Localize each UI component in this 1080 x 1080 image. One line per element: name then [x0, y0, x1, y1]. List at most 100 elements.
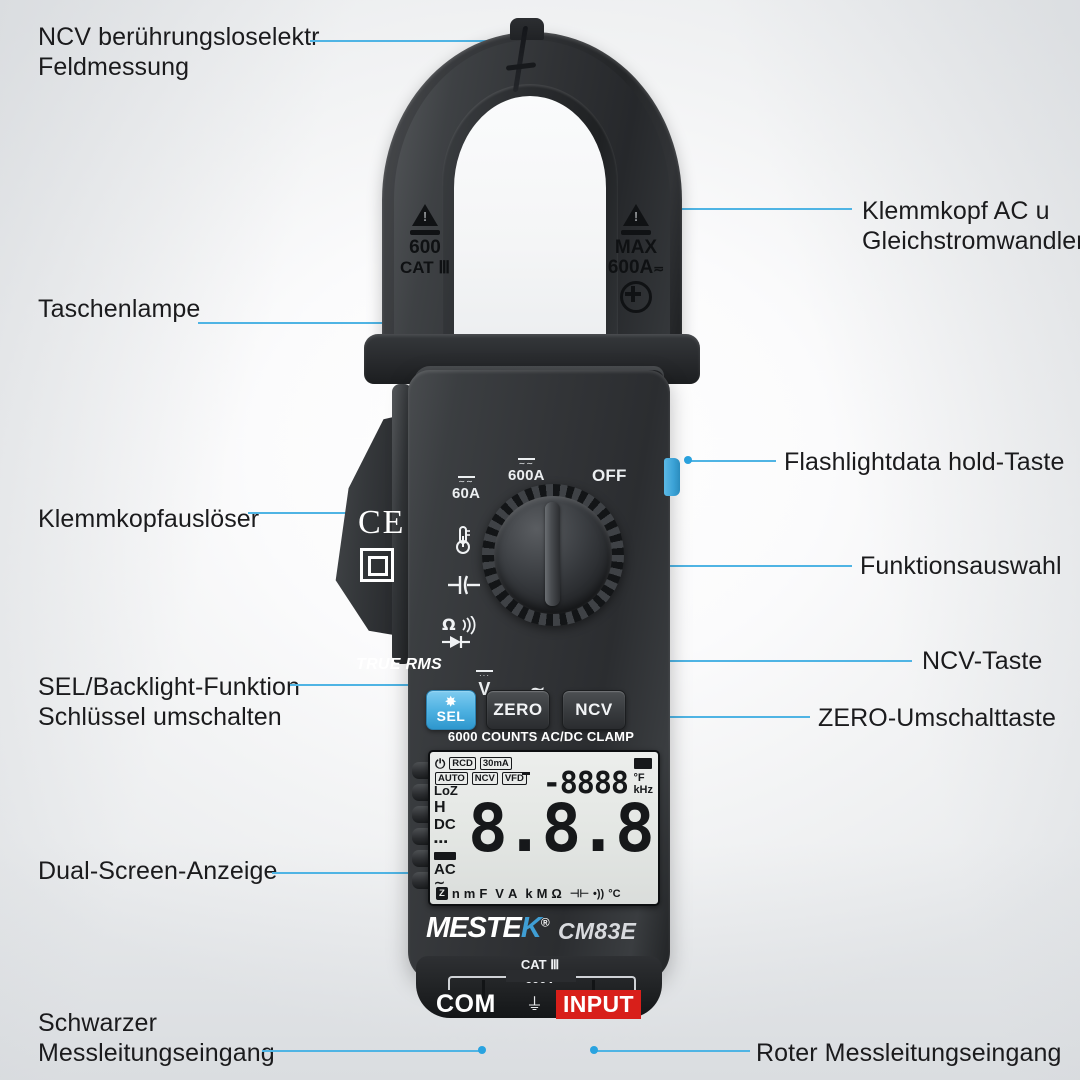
acdc-bar-60a [457, 476, 475, 478]
lcd-unit-k: k [525, 886, 533, 901]
true-rms-label: TRUE RMS [356, 656, 442, 673]
terminal-category: CAT Ⅲ [520, 957, 560, 972]
leader-sel-backlight [290, 684, 480, 686]
warning-triangle-icon [412, 204, 438, 226]
capacitance-svg [448, 575, 480, 595]
thermometer-icon[interactable] [454, 524, 472, 559]
lcd-ncv-tag: NCV [471, 772, 498, 785]
dial-label-600a[interactable]: ∼∼ 600A [508, 458, 545, 484]
lcd-unit-celsius: °C [608, 887, 621, 900]
lcd-rcd-tag: RCD [449, 757, 476, 770]
jaw-left-category: CAT Ⅲ [399, 258, 451, 277]
jaw-max-current: 600A [607, 257, 654, 278]
jaw-dash-right [621, 230, 651, 235]
dial-label-off[interactable]: OFF [592, 466, 627, 485]
lcd-status-row-2: AUTO NCV VFD [435, 772, 527, 785]
ce-mark-icon: CE [358, 504, 406, 541]
model-number: CM83E [558, 918, 637, 944]
terminal-bracket-gap [506, 970, 576, 982]
brand-name-k: K [520, 912, 542, 944]
callout-clamp-release: Klemmkopfauslöser [38, 505, 260, 533]
lcd-unit-continuity-icon: •)) [593, 887, 605, 900]
jaw-marking-left: 600 CAT Ⅲ [388, 204, 462, 278]
lcd-status-row-1: ⏻ RCD 30mA [435, 757, 512, 770]
lcd-flag-ac: AC [434, 861, 456, 878]
dc-volt-bar [476, 670, 493, 672]
lcd-auto-tag: AUTO [435, 772, 468, 785]
dial-label-60a-text: 60A [452, 485, 481, 502]
ohm-continuity-diode-svg: Ω [442, 615, 476, 648]
acdc-dots-600a: ∼∼ [518, 459, 535, 468]
callout-data-hold: Flashlightdata hold-Taste [784, 448, 1065, 476]
leader-dot-red-lead [590, 1046, 598, 1054]
brand-registered-mark: ® [540, 915, 550, 930]
leader-ncv-button [612, 660, 912, 662]
leader-dot-data-hold [684, 456, 692, 464]
lcd-display: ⏻ RCD 30mA AUTO NCV VFD LoZ H DC ▪▪▪ AC … [428, 750, 660, 906]
lcd-unit-ohm: Ω [551, 886, 562, 901]
leader-red-lead [594, 1050, 750, 1052]
jaw-max-label: MAX [614, 237, 658, 258]
leader-dual-screen [272, 872, 476, 874]
leader-clamp-release [248, 512, 376, 514]
leader-dot-black-lead [478, 1046, 486, 1054]
sel-backlight-button[interactable]: ✸ SEL [426, 690, 476, 730]
leader-data-hold [688, 460, 776, 462]
dial-label-60a[interactable]: ∼∼ 60A [452, 476, 480, 502]
counts-banner: 6000 COUNTS AC/DC CLAMP METER [447, 729, 635, 766]
callout-red-lead: Roter Messleitungseingang [756, 1039, 1062, 1067]
ohm-continuity-diode-icon[interactable]: Ω [442, 615, 490, 655]
flashlight-data-hold-button[interactable] [664, 458, 680, 496]
lcd-unit-mega: M [536, 886, 548, 901]
lcd-secondary-value: -8888 [542, 766, 629, 801]
lcd-unit-v: V [495, 886, 504, 901]
ground-symbol-icon: ⏚ [526, 995, 543, 1014]
lcd-flag-z: Z [436, 887, 448, 900]
callout-function-select: Funktionsauswahl [860, 552, 1062, 580]
leader-ncv-field [310, 40, 546, 42]
callout-ncv-field: NCV berührungsloselektr Feldmessung [38, 23, 320, 81]
callout-dual-screen: Dual-Screen-Anzeige [38, 857, 278, 885]
clamp-release-trigger-edge [392, 384, 412, 664]
lcd-secondary-units: °F kHz [633, 772, 653, 796]
lcd-battery-icon [634, 758, 652, 769]
leader-function-select [552, 565, 852, 567]
ncv-button[interactable]: NCV [562, 690, 626, 730]
jaw-marking-right: MAX 600A≂ [594, 204, 678, 313]
warning-triangle-icon-right [623, 204, 649, 226]
lcd-flag-dc-dashes: ▪▪▪ [434, 836, 449, 848]
lcd-flag-h: H [434, 799, 446, 816]
lcd-30ma-tag: 30mA [479, 757, 512, 770]
jaw-left-rating: 600 [409, 237, 441, 258]
callout-clamp-head: Klemmkopf AC u Gleichstromwandler [862, 197, 1080, 255]
lcd-unit-a: A [507, 886, 518, 901]
lcd-unit-n: n [451, 886, 460, 901]
lcd-flag-bar [434, 852, 456, 860]
svg-text:Ω: Ω [442, 616, 456, 634]
lcd-main-value: 8.8.8.8 [468, 790, 658, 867]
lcd-unit-diode-icon: ⊣⊢ [569, 888, 590, 900]
callout-flashlight: Taschenlampe [38, 295, 201, 323]
lcd-unit-f: F [479, 886, 488, 901]
brand-logo: MESTEK® [426, 912, 550, 945]
leader-black-lead [262, 1050, 484, 1052]
capacitance-icon[interactable] [448, 574, 482, 601]
dial-label-600a-text: 600A [508, 467, 545, 484]
clamp-jaw-opening [454, 96, 606, 346]
lcd-secondary-minus [522, 772, 530, 775]
leader-flashlight [198, 322, 546, 324]
com-terminal-label[interactable]: COM [436, 990, 496, 1018]
lcd-flag-sine: ∼ [434, 875, 445, 890]
callout-zero-button: ZERO-Umschalttaste [818, 704, 1056, 732]
callout-ncv-button: NCV-Taste [922, 647, 1043, 675]
dc-volt-dots: ··· [479, 671, 490, 680]
acdc-bar-600a [517, 458, 535, 460]
ncv-button-label: NCV [575, 700, 613, 719]
base-notch-left [482, 980, 485, 1010]
zero-button[interactable]: ZERO [486, 690, 550, 730]
callout-sel-backlight: SEL/Backlight-Funktion Schlüssel umschal… [38, 673, 301, 731]
input-terminal-label[interactable]: INPUT [556, 990, 641, 1019]
zero-button-label: ZERO [493, 700, 543, 719]
lcd-unit-row: Z n m F V A k M Ω ⊣⊢ •)) °C [436, 886, 654, 901]
leader-zero-button [540, 716, 810, 718]
